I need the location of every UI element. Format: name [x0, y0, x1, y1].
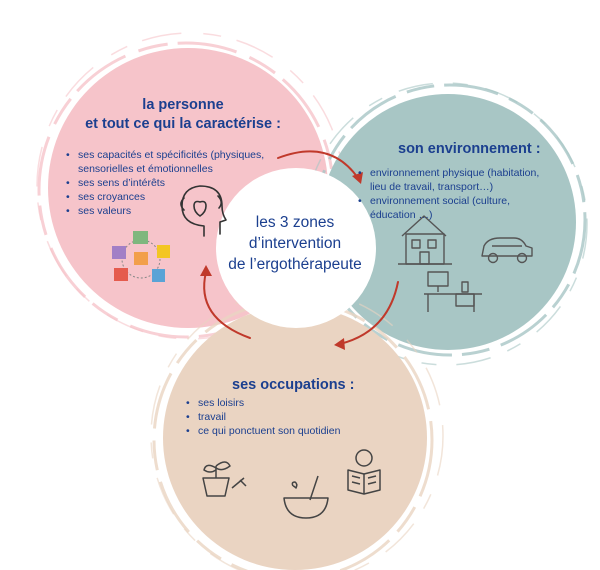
environnement-title: son environnement : — [398, 141, 541, 157]
center-line2: d’intervention — [248, 235, 342, 252]
senses-wheel-icon — [112, 231, 170, 282]
center-title: les 3 zones d’intervention de l’ergothér… — [212, 212, 378, 275]
center-line1: les 3 zones — [255, 214, 335, 231]
environnement-list: environnement physique (habitation, lieu… — [358, 166, 546, 222]
arrowhead-2 — [334, 338, 345, 350]
arrow-personne-to-environnement — [277, 150, 359, 179]
occupations-item: travail — [186, 410, 386, 424]
cycle-arrows — [203, 150, 399, 345]
reading-icon — [347, 449, 381, 495]
car-icon — [481, 237, 533, 264]
personne-item: ses capacités et spécificités (physiques… — [66, 148, 280, 176]
center-line3: de l’ergothérapeute — [228, 256, 362, 273]
personne-list: ses capacités et spécificités (physiques… — [66, 148, 280, 218]
environnement-item: environnement physique (habitation, lieu… — [358, 166, 546, 194]
personne-title-line1: la personne — [142, 97, 224, 113]
occupations-title: ses occupations : — [232, 377, 355, 393]
personne-item: ses valeurs — [66, 204, 280, 218]
environnement-item: environnement social (culture, éducation… — [358, 194, 546, 222]
occupations-list: ses loisirs travail ce qui ponctuent son… — [186, 396, 386, 438]
personne-title-line2: et tout ce qui la caractérise : — [85, 116, 281, 132]
arrow-occupations-to-personne — [203, 271, 251, 339]
mixing-bowl-icon — [283, 475, 329, 519]
personne-item: ses croyances — [66, 190, 280, 204]
personne-title: la personne et tout ce qui la caractéris… — [78, 96, 288, 134]
occupations-item: ses loisirs — [186, 396, 386, 410]
arrowhead-3 — [200, 265, 212, 276]
occupations-item: ce qui ponctuent son quotidien — [186, 424, 386, 438]
desk-icon — [424, 271, 482, 312]
arrow-environnement-to-occupations — [339, 281, 399, 345]
plant-pot-icon — [202, 461, 247, 497]
personne-item: ses sens d’intérêts — [66, 176, 280, 190]
